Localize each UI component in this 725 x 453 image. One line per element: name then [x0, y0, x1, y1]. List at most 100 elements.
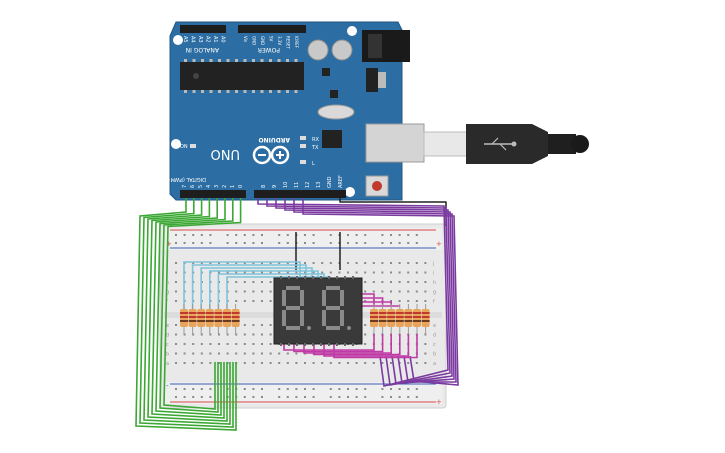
mounting-hole [347, 26, 357, 36]
wire-green[interactable] [151, 198, 225, 419]
row-label: h [166, 280, 169, 286]
power-pin-label: GND [252, 36, 257, 45]
row-label: b [166, 352, 169, 358]
crystal [317, 104, 355, 120]
wire-green[interactable] [155, 198, 226, 416]
analog-pin-label: A5 [182, 36, 188, 43]
wire-purple[interactable] [275, 198, 453, 385]
resistors-left[interactable] [180, 304, 240, 334]
power-label: POWER [258, 46, 280, 53]
usb-cable[interactable] [365, 123, 589, 164]
capacitor [307, 39, 329, 61]
wire-blue[interactable] [209, 270, 319, 312]
green-wires[interactable] [135, 198, 242, 431]
on-label: ON [180, 144, 188, 150]
wire-purple[interactable] [293, 198, 457, 383]
power-pin-label: IOREF [294, 36, 299, 49]
wire-green[interactable] [135, 198, 237, 431]
analog-pin-label: A1 [212, 36, 218, 43]
wire-magenta[interactable] [362, 297, 384, 306]
analog-header [180, 25, 226, 33]
row-label: e [433, 323, 436, 329]
uno-label: UNO [211, 146, 240, 161]
analog-pin-label: A4 [190, 36, 196, 43]
row-label: d [166, 333, 169, 339]
row-label: a [166, 361, 169, 367]
digit: 8 [282, 286, 311, 330]
blue-wires[interactable] [183, 261, 331, 312]
digital-pin-label: 11 [294, 182, 300, 188]
purple-wires[interactable] [257, 198, 459, 387]
wire-magenta[interactable] [333, 334, 418, 359]
power-pin-label: 3.3V [277, 36, 282, 45]
resistors-right[interactable] [370, 304, 430, 334]
wire-purple[interactable] [284, 198, 455, 384]
usb-port [365, 123, 425, 163]
wire-magenta[interactable] [323, 334, 410, 357]
l-label: L [312, 161, 315, 167]
tx-label: TX [311, 145, 319, 151]
row-label: g [433, 290, 436, 296]
digit: 8 [322, 286, 351, 330]
row-label: b [433, 352, 436, 358]
rail-minus-label: - [166, 382, 169, 390]
wire-green[interactable] [143, 198, 231, 425]
analog-pin-label: A0 [220, 36, 226, 43]
digital-pin-label: GND [327, 176, 333, 188]
usb-icon [484, 137, 517, 151]
arduino-logo-icon [252, 145, 290, 165]
row-label: i [433, 271, 434, 277]
digital-pin-label: 5 [198, 185, 204, 188]
digital-header-high [254, 190, 346, 198]
wire-green[interactable] [147, 198, 228, 422]
row-label: j [165, 261, 167, 267]
rail-plus-label-left: + [166, 240, 172, 248]
rail-plus-label-bottom: + [436, 398, 442, 406]
digital-pin-label: 13 [316, 182, 322, 188]
wire-green[interactable] [139, 198, 234, 428]
wire-green[interactable] [163, 198, 242, 410]
row-label: c [433, 342, 436, 348]
mounting-hole [171, 139, 181, 149]
row-label: j [432, 261, 434, 267]
digital-pin-label: 10 [283, 182, 289, 188]
digital-pin-label: 6 [190, 185, 196, 188]
digital-pin-label: 1 [230, 185, 236, 188]
digital-pin-label: 2 [222, 185, 228, 188]
wire-magenta[interactable] [283, 334, 375, 351]
wire-purple[interactable] [257, 198, 449, 387]
wire-magenta[interactable] [293, 334, 384, 353]
wire-blue[interactable] [191, 264, 307, 312]
digital-pin-label: AREF [338, 175, 344, 188]
analog-in-label: ANALOG IN [186, 46, 219, 53]
power-pin-label: GND [260, 36, 265, 45]
analog-pin-label: A2 [205, 36, 211, 43]
digital-pin-label: 12 [305, 182, 311, 188]
wire-magenta[interactable] [313, 334, 401, 356]
digital-pin-label: 0 [238, 185, 244, 188]
wire-purple[interactable] [302, 198, 459, 386]
wire-magenta[interactable] [303, 334, 392, 354]
digital-pin-label: 3 [214, 185, 220, 188]
magenta-wires[interactable] [283, 293, 418, 359]
row-label: e [166, 323, 169, 329]
power-header [238, 25, 306, 33]
mounting-hole [345, 187, 355, 197]
digital-pin-label: 4 [206, 185, 212, 188]
digital-pin-label: 7 [182, 185, 188, 188]
chip-legs [184, 59, 298, 93]
row-label: g [166, 290, 169, 296]
digital-pin-label: 9 [272, 185, 278, 188]
row-label: h [433, 280, 436, 286]
analog-pin-label: A3 [197, 36, 203, 43]
wire-green[interactable] [159, 198, 234, 413]
row-label: d [433, 333, 436, 339]
row-label: c [166, 342, 169, 348]
wire-purple[interactable] [266, 198, 451, 386]
capacitor [331, 39, 353, 61]
